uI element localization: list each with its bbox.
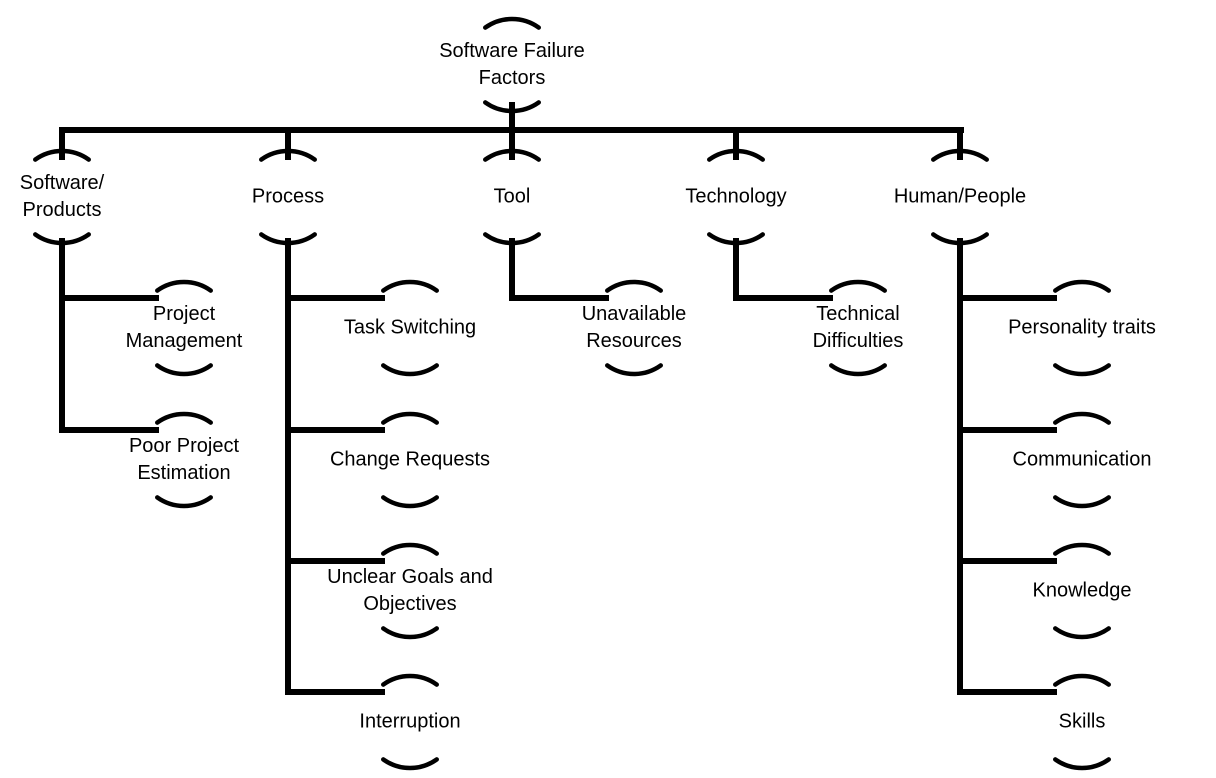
child-node-1-3-top-arc: [381, 673, 439, 687]
category-label-4: Human/People: [894, 184, 1026, 211]
category-label-0-line: Software/: [19, 172, 105, 194]
child-label-4-3-line: Skills: [1058, 710, 1106, 733]
category-label-3: Technology: [685, 184, 786, 211]
child-node-2-0-bottom-arc: [605, 363, 663, 377]
child-label-1-3: Interruption: [359, 709, 460, 736]
child-node-0-1-bottom-arc: [155, 495, 213, 509]
child-node-4-1-bottom-arc: [1053, 495, 1111, 509]
child-node-4-0-top-arc: [1053, 279, 1111, 293]
root-label-line: Factors: [478, 67, 546, 89]
child-label-4-2-line: Knowledge: [1032, 579, 1132, 602]
category-label-2: Tool: [494, 184, 531, 211]
category-label-0-line: Products: [22, 199, 102, 221]
child-node-1-1-top-arc: [381, 411, 439, 425]
child-label-0-0-line: Project: [152, 303, 216, 325]
child-node-0-0-top-arc: [155, 279, 213, 293]
category-node-4-top-arc: [931, 148, 989, 162]
child-label-3-0-line: Difficulties: [812, 330, 904, 352]
child-label-2-0-line: Unavailable: [581, 303, 687, 325]
child-node-1-0-top-arc: [381, 279, 439, 293]
root-label-line: Software Failure: [439, 40, 585, 62]
category-node-3-top-arc: [707, 148, 765, 162]
child-label-4-0: Personality traits: [1008, 315, 1156, 342]
child-node-4-2-top-arc: [1053, 542, 1111, 556]
child-label-1-2-line: Objectives: [363, 593, 457, 615]
child-node-1-2-bottom-arc: [381, 626, 439, 640]
child-node-1-2-top-arc: [381, 542, 439, 556]
child-label-1-0-line: Task Switching: [343, 316, 477, 339]
child-label-2-0-line: Resources: [586, 330, 682, 352]
child-node-4-2-bottom-arc: [1053, 626, 1111, 640]
child-label-0-1-line: Poor Project: [128, 435, 240, 457]
root-node-bottom-arc: [483, 100, 541, 114]
child-label-4-1-line: Communication: [1012, 448, 1152, 471]
child-node-4-3-top-arc: [1053, 673, 1111, 687]
child-node-3-0-bottom-arc: [829, 363, 887, 377]
child-label-3-0-line: Technical: [816, 303, 900, 325]
child-label-1-1-line: Change Requests: [329, 448, 491, 471]
child-node-2-0-top-arc: [605, 279, 663, 293]
child-node-1-0-bottom-arc: [381, 363, 439, 377]
child-node-4-1-top-arc: [1053, 411, 1111, 425]
child-node-3-0-top-arc: [829, 279, 887, 293]
child-label-4-3: Skills: [1059, 709, 1106, 736]
child-label-0-0-line: Management: [125, 330, 243, 352]
category-node-1-top-arc: [259, 148, 317, 162]
child-node-4-0-bottom-arc: [1053, 363, 1111, 377]
category-label-2-line: Tool: [493, 185, 531, 208]
child-node-4-3-bottom-arc: [1053, 757, 1111, 771]
category-node-2-top-arc: [483, 148, 541, 162]
child-node-0-1-top-arc: [155, 411, 213, 425]
child-node-0-0-bottom-arc: [155, 363, 213, 377]
category-node-0-top-arc: [33, 148, 91, 162]
child-label-0-1-line: Estimation: [137, 462, 231, 484]
child-node-1-3-bottom-arc: [381, 757, 439, 771]
category-label-0: Software/Products: [20, 170, 104, 224]
child-label-1-3-line: Interruption: [359, 710, 461, 733]
child-label-4-1: Communication: [1013, 447, 1152, 474]
category-label-1-line: Process: [251, 185, 325, 208]
child-label-4-0-line: Personality traits: [1008, 316, 1156, 339]
child-label-4-2: Knowledge: [1033, 578, 1132, 605]
child-label-1-1: Change Requests: [330, 447, 490, 474]
category-label-1: Process: [252, 184, 324, 211]
child-node-1-1-bottom-arc: [381, 495, 439, 509]
root-node-top-arc: [483, 16, 541, 30]
category-label-3-line: Technology: [685, 185, 787, 208]
child-label-1-2-line: Unclear Goals and: [327, 566, 493, 588]
child-label-1-0: Task Switching: [344, 315, 476, 342]
category-label-4-line: Human/People: [893, 185, 1027, 208]
